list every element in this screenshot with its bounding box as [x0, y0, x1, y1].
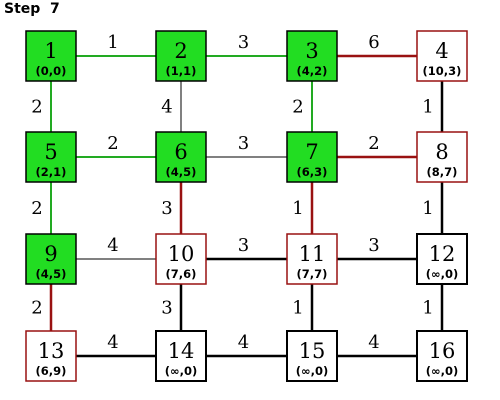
node-id-15: 15 [299, 339, 326, 363]
node-label-8: (8,7) [427, 165, 458, 179]
node-id-6: 6 [174, 140, 187, 164]
node-id-9: 9 [44, 242, 57, 266]
edge-weight-14-15: 4 [238, 332, 249, 353]
node-box-8 [416, 131, 468, 183]
edge-weight-7-8: 2 [368, 133, 379, 154]
edge-weight-9-13: 2 [31, 298, 42, 319]
edge-weight-12-16: 1 [422, 298, 433, 319]
edge-weight-7-11: 1 [292, 198, 303, 219]
node-5: 5(2,1) [25, 131, 77, 183]
edge-weight-8-12: 1 [422, 198, 433, 219]
node-box-2 [155, 30, 207, 82]
node-4: 4(10,3) [416, 30, 468, 82]
node-box-6 [155, 131, 207, 183]
node-2: 2(1,1) [155, 30, 207, 82]
node-1: 1(0,0) [25, 30, 77, 82]
edge-weight-3-7: 2 [292, 97, 303, 118]
edge-weight-2-3: 3 [238, 32, 249, 53]
node-id-5: 5 [44, 140, 57, 164]
node-3: 3(4,2) [286, 30, 338, 82]
edge-weight-5-9: 2 [31, 198, 42, 219]
node-box-13 [25, 330, 77, 382]
node-label-3: (4,2) [297, 64, 328, 78]
edge-weight-6-7: 3 [238, 133, 249, 154]
edge-weight-11-12: 3 [368, 235, 379, 256]
node-box-15 [286, 330, 338, 382]
node-label-14: (∞,0) [165, 364, 197, 378]
node-id-16: 16 [429, 339, 456, 363]
node-label-10: (7,6) [166, 267, 197, 281]
node-label-2: (1,1) [166, 64, 197, 78]
node-label-7: (6,3) [297, 165, 328, 179]
edge-weight-11-15: 1 [292, 298, 303, 319]
node-label-4: (10,3) [423, 64, 462, 78]
edge-weight-13-14: 4 [107, 332, 118, 353]
node-label-6: (4,5) [166, 165, 197, 179]
edge-weight-6-10: 3 [161, 198, 172, 219]
node-box-4 [416, 30, 468, 82]
node-14: 14(∞,0) [155, 330, 207, 382]
node-7: 7(6,3) [286, 131, 338, 183]
edge-weight-10-14: 3 [161, 298, 172, 319]
node-id-2: 2 [174, 39, 187, 63]
edge-weight-4-8: 1 [422, 97, 433, 118]
node-6: 6(4,5) [155, 131, 207, 183]
edge-weight-9-10: 4 [107, 235, 118, 256]
node-id-10: 10 [168, 242, 195, 266]
node-label-13: (6,9) [36, 364, 67, 378]
node-box-14 [155, 330, 207, 382]
node-label-11: (7,7) [297, 267, 328, 281]
edge-weight-10-11: 3 [238, 235, 249, 256]
node-id-12: 12 [429, 242, 456, 266]
edge-weight-5-6: 2 [107, 133, 118, 154]
node-8: 8(8,7) [416, 131, 468, 183]
node-id-13: 13 [38, 339, 65, 363]
node-box-3 [286, 30, 338, 82]
node-label-16: (∞,0) [426, 364, 458, 378]
node-box-1 [25, 30, 77, 82]
node-label-5: (2,1) [36, 165, 67, 179]
node-15: 15(∞,0) [286, 330, 338, 382]
node-box-9 [25, 233, 77, 285]
edge-layer [49, 54, 444, 358]
edge-weight-3-4: 6 [368, 32, 379, 53]
node-label-12: (∞,0) [426, 267, 458, 281]
node-layer: 1(0,0)2(1,1)3(4,2)4(10,3)5(2,1)6(4,5)7(6… [25, 30, 468, 382]
step-label: Step 7 [4, 1, 60, 17]
node-box-12 [416, 233, 468, 285]
node-9: 9(4,5) [25, 233, 77, 285]
node-id-1: 1 [44, 39, 57, 63]
node-id-11: 11 [299, 242, 326, 266]
node-label-1: (0,0) [36, 64, 67, 78]
node-label-9: (4,5) [36, 267, 67, 281]
node-16: 16(∞,0) [416, 330, 468, 382]
node-13: 13(6,9) [25, 330, 77, 382]
node-box-7 [286, 131, 338, 183]
node-box-16 [416, 330, 468, 382]
node-box-11 [286, 233, 338, 285]
node-10: 10(7,6) [155, 233, 207, 285]
node-id-8: 8 [435, 140, 448, 164]
node-id-14: 14 [168, 339, 195, 363]
node-id-7: 7 [305, 140, 318, 164]
node-label-15: (∞,0) [296, 364, 328, 378]
node-11: 11(7,7) [286, 233, 338, 285]
node-12: 12(∞,0) [416, 233, 468, 285]
node-id-3: 3 [305, 39, 318, 63]
edge-weight-1-5: 2 [31, 97, 42, 118]
edge-weight-2-6: 4 [161, 97, 172, 118]
node-id-4: 4 [435, 39, 448, 63]
edge-weight-1-2: 1 [107, 32, 118, 53]
node-box-10 [155, 233, 207, 285]
node-box-5 [25, 131, 77, 183]
edge-weight-15-16: 4 [368, 332, 379, 353]
